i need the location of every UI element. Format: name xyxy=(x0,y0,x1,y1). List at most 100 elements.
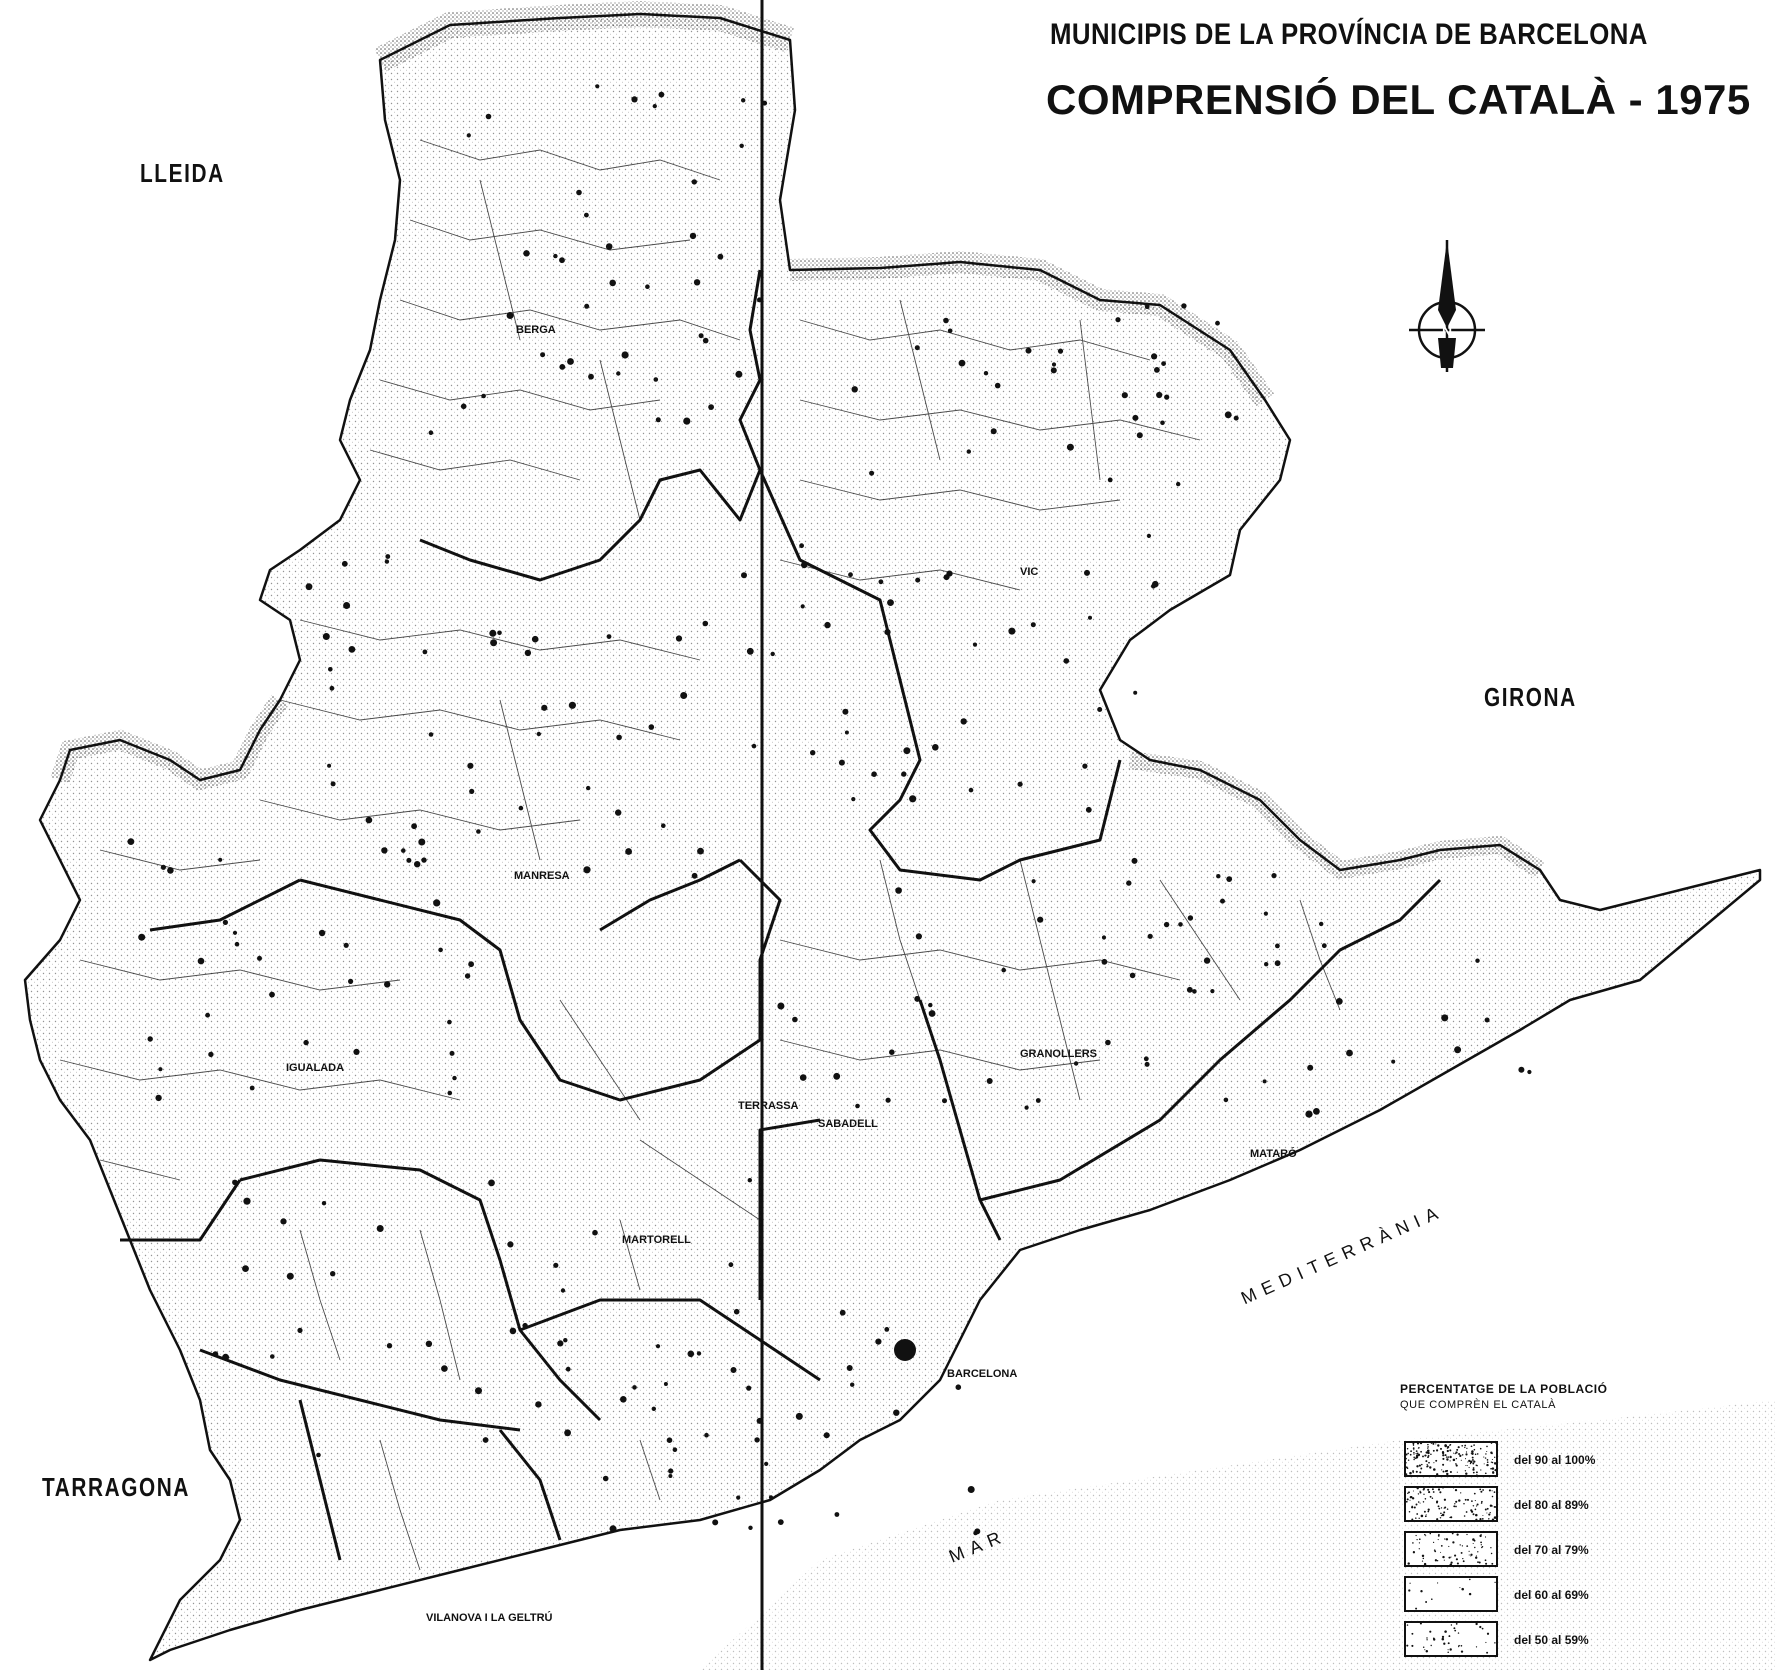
border-speckle-east xyxy=(1128,751,1545,880)
stipple-dot xyxy=(1484,1472,1487,1475)
stipple-dot xyxy=(1454,1488,1458,1492)
town-dot xyxy=(764,1461,769,1466)
stipple-dot xyxy=(1437,1488,1441,1491)
town-dot xyxy=(1346,1049,1353,1057)
stipple-dot xyxy=(1427,1443,1429,1446)
stipple-dot xyxy=(1455,1463,1457,1465)
stipple-dot xyxy=(1411,1518,1414,1521)
town-dot xyxy=(1527,1069,1532,1075)
legend-swatch-pattern xyxy=(1405,1487,1497,1521)
town-dot xyxy=(411,823,417,830)
city-label-martorell: MARTORELL xyxy=(622,1234,691,1246)
town-dot xyxy=(848,572,853,578)
legend-swatch xyxy=(1404,1486,1498,1522)
town-dot xyxy=(893,1409,900,1416)
stipple-dot xyxy=(1431,1598,1433,1600)
stipple-dot xyxy=(1464,1498,1467,1501)
stipple-dot xyxy=(1425,1514,1427,1516)
town-dot xyxy=(631,96,638,103)
stipple-dot xyxy=(1429,1532,1432,1535)
town-dot xyxy=(222,1353,230,1361)
stipple-dot xyxy=(1471,1458,1474,1461)
town-dot xyxy=(895,887,902,894)
stipple-dot xyxy=(1491,1518,1495,1521)
town-dot xyxy=(341,560,348,567)
town-dot xyxy=(576,189,582,196)
stipple-dot xyxy=(1411,1632,1414,1635)
stipple-dot xyxy=(1464,1446,1466,1449)
town-dot xyxy=(553,1262,559,1268)
legend-label: del 90 al 100% xyxy=(1514,1453,1596,1467)
stipple-dot xyxy=(1406,1644,1409,1647)
sea-stipple xyxy=(700,1400,1776,1670)
stipple-dot xyxy=(1408,1511,1411,1513)
stipple-dot xyxy=(1468,1578,1471,1581)
town-dot xyxy=(1132,414,1139,421)
town-dot xyxy=(1186,986,1193,993)
town-dot xyxy=(990,428,997,435)
stipple-dot xyxy=(1437,1534,1440,1537)
town-dot xyxy=(197,957,205,965)
stipple-dot xyxy=(1454,1629,1457,1632)
town-dot xyxy=(1088,615,1092,620)
town-dot xyxy=(1181,303,1187,309)
stipple-dot xyxy=(1465,1464,1467,1467)
stipple-dot xyxy=(1429,1630,1432,1633)
stipple-dot xyxy=(1456,1448,1459,1451)
town-dot xyxy=(966,449,971,454)
stipple-dot xyxy=(1407,1452,1409,1455)
stipple-dot xyxy=(1421,1463,1423,1466)
town-dot xyxy=(810,750,816,756)
stipple-dot xyxy=(1425,1601,1428,1603)
stipple-dot xyxy=(1477,1551,1479,1553)
town-dot xyxy=(1187,915,1194,921)
stipple-dot xyxy=(1475,1464,1477,1466)
town-dot xyxy=(1220,898,1225,904)
town-markers xyxy=(127,84,1532,1536)
town-dot xyxy=(648,724,655,730)
town-dot xyxy=(1275,943,1280,949)
stipple-dot xyxy=(1444,1444,1447,1447)
stipple-dot xyxy=(1459,1587,1461,1589)
town-dot xyxy=(353,1048,360,1055)
stipple-dot xyxy=(1441,1635,1445,1639)
town-dot xyxy=(167,867,174,874)
town-dot xyxy=(158,1067,163,1072)
stipple-dot xyxy=(1412,1470,1415,1473)
town-dot xyxy=(651,1406,656,1412)
stipple-dot xyxy=(1468,1459,1471,1463)
stipple-dot xyxy=(1494,1463,1496,1465)
stipple-dot xyxy=(1493,1505,1496,1508)
stipple-dot xyxy=(1425,1454,1427,1457)
stipple-dot xyxy=(1475,1622,1478,1626)
town-dot xyxy=(316,1452,321,1458)
town-dot xyxy=(1017,781,1023,787)
stipple-dot xyxy=(1441,1469,1443,1471)
stipple-dot xyxy=(1474,1546,1476,1549)
stipple-dot xyxy=(1424,1515,1427,1518)
town-dot xyxy=(756,1417,763,1424)
stipple-dot xyxy=(1438,1507,1441,1510)
city-label-mataro: MATARÓ xyxy=(1250,1148,1297,1160)
stipple-dot xyxy=(1412,1447,1415,1450)
neighbour-tarragona: TARRAGONA xyxy=(42,1472,191,1502)
town-dot xyxy=(1154,367,1160,373)
town-dot xyxy=(270,1354,275,1359)
legend-row: del 80 al 89% xyxy=(1400,1486,1700,1522)
stipple-dot xyxy=(1485,1453,1487,1455)
town-dot xyxy=(1223,1097,1229,1103)
stipple-dot xyxy=(1419,1491,1422,1494)
stipple-dot xyxy=(1417,1501,1420,1503)
town-dot xyxy=(433,899,441,907)
stipple-dot xyxy=(1479,1447,1482,1450)
town-dot xyxy=(557,1340,564,1347)
stipple-dot xyxy=(1481,1518,1484,1520)
stipple-dot xyxy=(1461,1444,1464,1447)
stipple-dot xyxy=(1469,1460,1473,1464)
stipple-dot xyxy=(1436,1560,1439,1562)
town-dot xyxy=(232,1179,238,1186)
town-dot xyxy=(1224,411,1232,419)
stipple-dot xyxy=(1421,1554,1425,1558)
stipple-dot xyxy=(1462,1557,1464,1560)
town-dot xyxy=(655,1344,661,1349)
